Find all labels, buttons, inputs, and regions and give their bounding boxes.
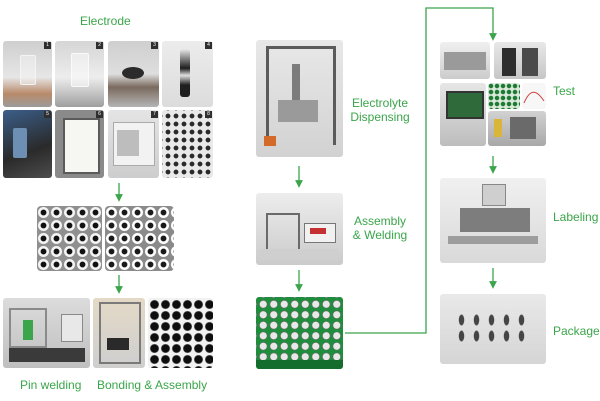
electrode-photo-1: 1 <box>3 41 52 107</box>
step-badge: 8 <box>205 111 212 118</box>
label-bonding-assembly: Bonding & Assembly <box>97 378 208 392</box>
electrode-photo-8: 8 <box>162 110 213 178</box>
electrode-photo-5: 5 <box>3 110 52 178</box>
label-test: Test <box>553 84 576 98</box>
step-badge: 1 <box>44 42 51 49</box>
step-badge: 2 <box>96 42 103 49</box>
test-photo-6 <box>488 111 546 146</box>
test-photo-3 <box>440 83 486 146</box>
electrode-photo-3: 3 <box>108 41 159 107</box>
battery-module-photo <box>256 297 343 369</box>
test-photo-2 <box>494 42 546 79</box>
label-labeling: Labeling <box>553 210 599 224</box>
test-curve-graphic <box>523 91 545 104</box>
electrode-photo-4: 4 <box>162 41 213 107</box>
assembled-cells-photo <box>148 298 213 368</box>
test-photo-5 <box>522 83 546 109</box>
test-photo-1 <box>440 42 490 79</box>
pin-welding-photo <box>3 298 90 368</box>
assembly-welding-photo <box>256 193 343 265</box>
label-assembly-line1: Assembly <box>353 214 406 228</box>
step-badge: 5 <box>44 111 51 118</box>
step-badge: 6 <box>96 111 103 118</box>
step-badge: 3 <box>151 42 158 49</box>
bonding-machine-photo <box>93 298 145 368</box>
label-pin-welding: Pin welding <box>20 378 82 392</box>
label-electrolyte-line1: Electrolyte <box>351 96 409 110</box>
step-badge: 7 <box>151 111 158 118</box>
labeling-machine-photo <box>440 178 546 263</box>
package-tray-photo <box>440 294 546 364</box>
label-assembly-line2: & Welding <box>352 228 408 242</box>
label-electrode: Electrode <box>80 14 131 28</box>
step-badge: 4 <box>205 42 212 49</box>
electrode-photo-7: 7 <box>108 110 159 178</box>
electrolyte-dispensing-photo <box>256 40 343 157</box>
electrode-discs-photo-b <box>105 206 174 271</box>
test-photo-4 <box>488 83 520 109</box>
electrode-photo-6: 6 <box>55 110 104 178</box>
label-package: Package <box>553 324 600 338</box>
label-electrolyte-line2: Dispensing <box>350 110 410 124</box>
electrode-photo-2: 2 <box>55 41 104 107</box>
electrode-discs-photo-a <box>37 206 102 271</box>
